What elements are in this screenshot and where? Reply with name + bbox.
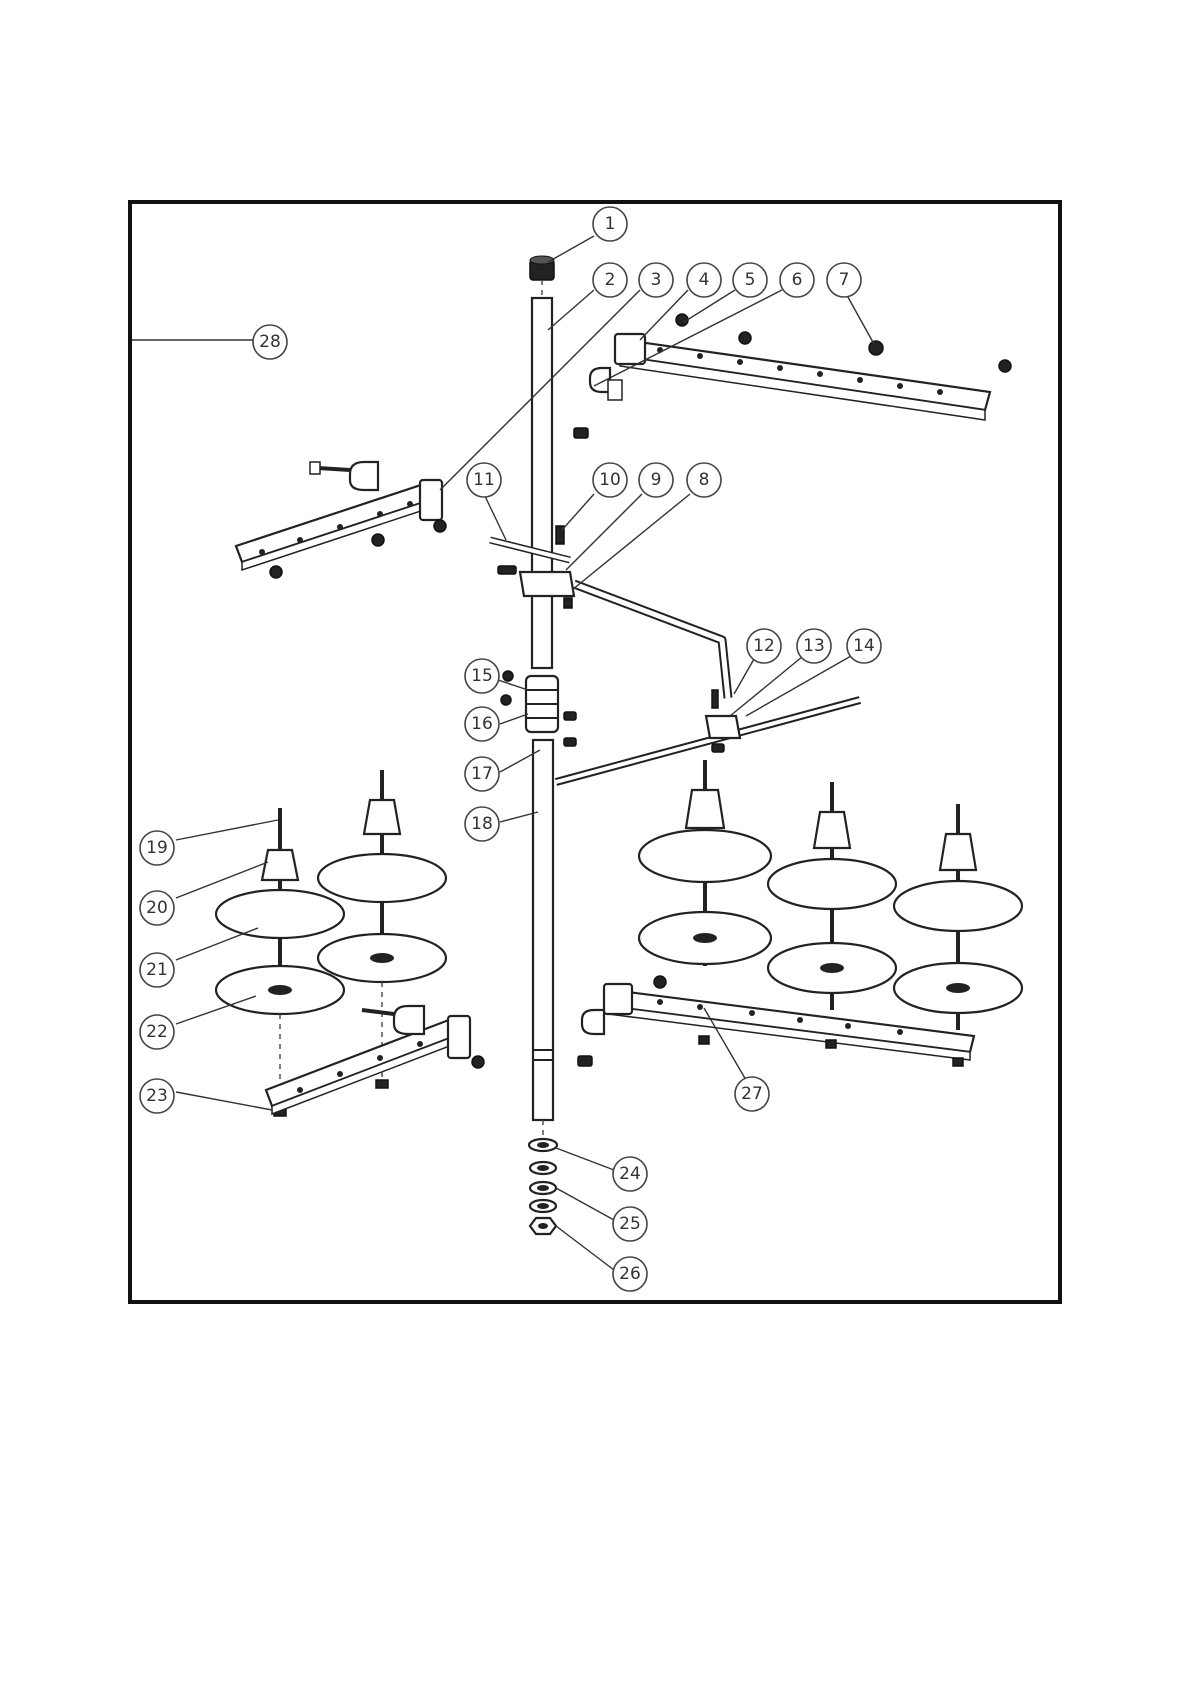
washer-stack: [529, 1139, 557, 1234]
callout-28: 28: [253, 325, 287, 359]
callout-12: 12: [747, 629, 781, 663]
callout-21: 21: [140, 953, 174, 987]
callout-20: 20: [140, 891, 174, 925]
middle-bracket: [490, 526, 728, 698]
lower-left-arm: [266, 1006, 484, 1114]
callout-label: 16: [471, 714, 493, 734]
callout-19: 19: [140, 831, 174, 865]
callout-6: 6: [780, 263, 814, 297]
callout-label: 28: [259, 332, 281, 352]
callout-label: 1: [605, 214, 616, 234]
pole-coupler: [501, 671, 576, 746]
callout-17: 17: [465, 757, 499, 791]
callout-9: 9: [639, 463, 673, 497]
callout-label: 19: [146, 838, 168, 858]
callout-25: 25: [613, 1207, 647, 1241]
callout-24: 24: [613, 1157, 647, 1191]
callout-label: 6: [792, 270, 803, 290]
callout-18: 18: [465, 807, 499, 841]
callout-3: 3: [639, 263, 673, 297]
callout-label: 26: [619, 1264, 641, 1284]
leader-lines: [132, 236, 874, 1270]
right-spool-stands: [639, 760, 1022, 1030]
callout-23: 23: [140, 1079, 174, 1113]
callout-label: 21: [146, 960, 168, 980]
callout-label: 20: [146, 898, 168, 918]
callout-26: 26: [613, 1257, 647, 1291]
diagram-frame: [130, 202, 1060, 1302]
lower-rod: [556, 690, 860, 782]
callout-label: 17: [471, 764, 493, 784]
callout-label: 22: [146, 1022, 168, 1042]
callout-label: 13: [803, 636, 825, 656]
callout-label: 10: [599, 470, 621, 490]
upper-pole: [530, 256, 554, 668]
callout-13: 13: [797, 629, 831, 663]
upper-right-arm: [574, 314, 1011, 438]
callout-label: 23: [146, 1086, 168, 1106]
upper-left-arm: [236, 462, 446, 578]
callout-8: 8: [687, 463, 721, 497]
callout-label: 7: [839, 270, 850, 290]
callout-label: 12: [753, 636, 775, 656]
callout-label: 14: [853, 636, 875, 656]
callout-label: 11: [473, 470, 495, 490]
callout-label: 4: [699, 270, 710, 290]
callout-15: 15: [465, 659, 499, 693]
callout-label: 5: [745, 270, 756, 290]
callout-11: 11: [467, 463, 501, 497]
callout-4: 4: [687, 263, 721, 297]
callout-14: 14: [847, 629, 881, 663]
callout-label: 15: [471, 666, 493, 686]
callout-label: 18: [471, 814, 493, 834]
callout-1: 1: [593, 207, 627, 241]
callout-27: 27: [735, 1077, 769, 1111]
callout-label: 24: [619, 1164, 641, 1184]
callout-5: 5: [733, 263, 767, 297]
callout-label: 8: [699, 470, 710, 490]
callout-label: 2: [605, 270, 616, 290]
callout-16: 16: [465, 707, 499, 741]
callout-label: 27: [741, 1084, 763, 1104]
callout-7: 7: [827, 263, 861, 297]
callout-label: 25: [619, 1214, 641, 1234]
callout-22: 22: [140, 1015, 174, 1049]
callout-label: 3: [651, 270, 662, 290]
callout-label: 9: [651, 470, 662, 490]
lower-pole: [533, 740, 553, 1140]
callout-2: 2: [593, 263, 627, 297]
callout-10: 10: [593, 463, 627, 497]
